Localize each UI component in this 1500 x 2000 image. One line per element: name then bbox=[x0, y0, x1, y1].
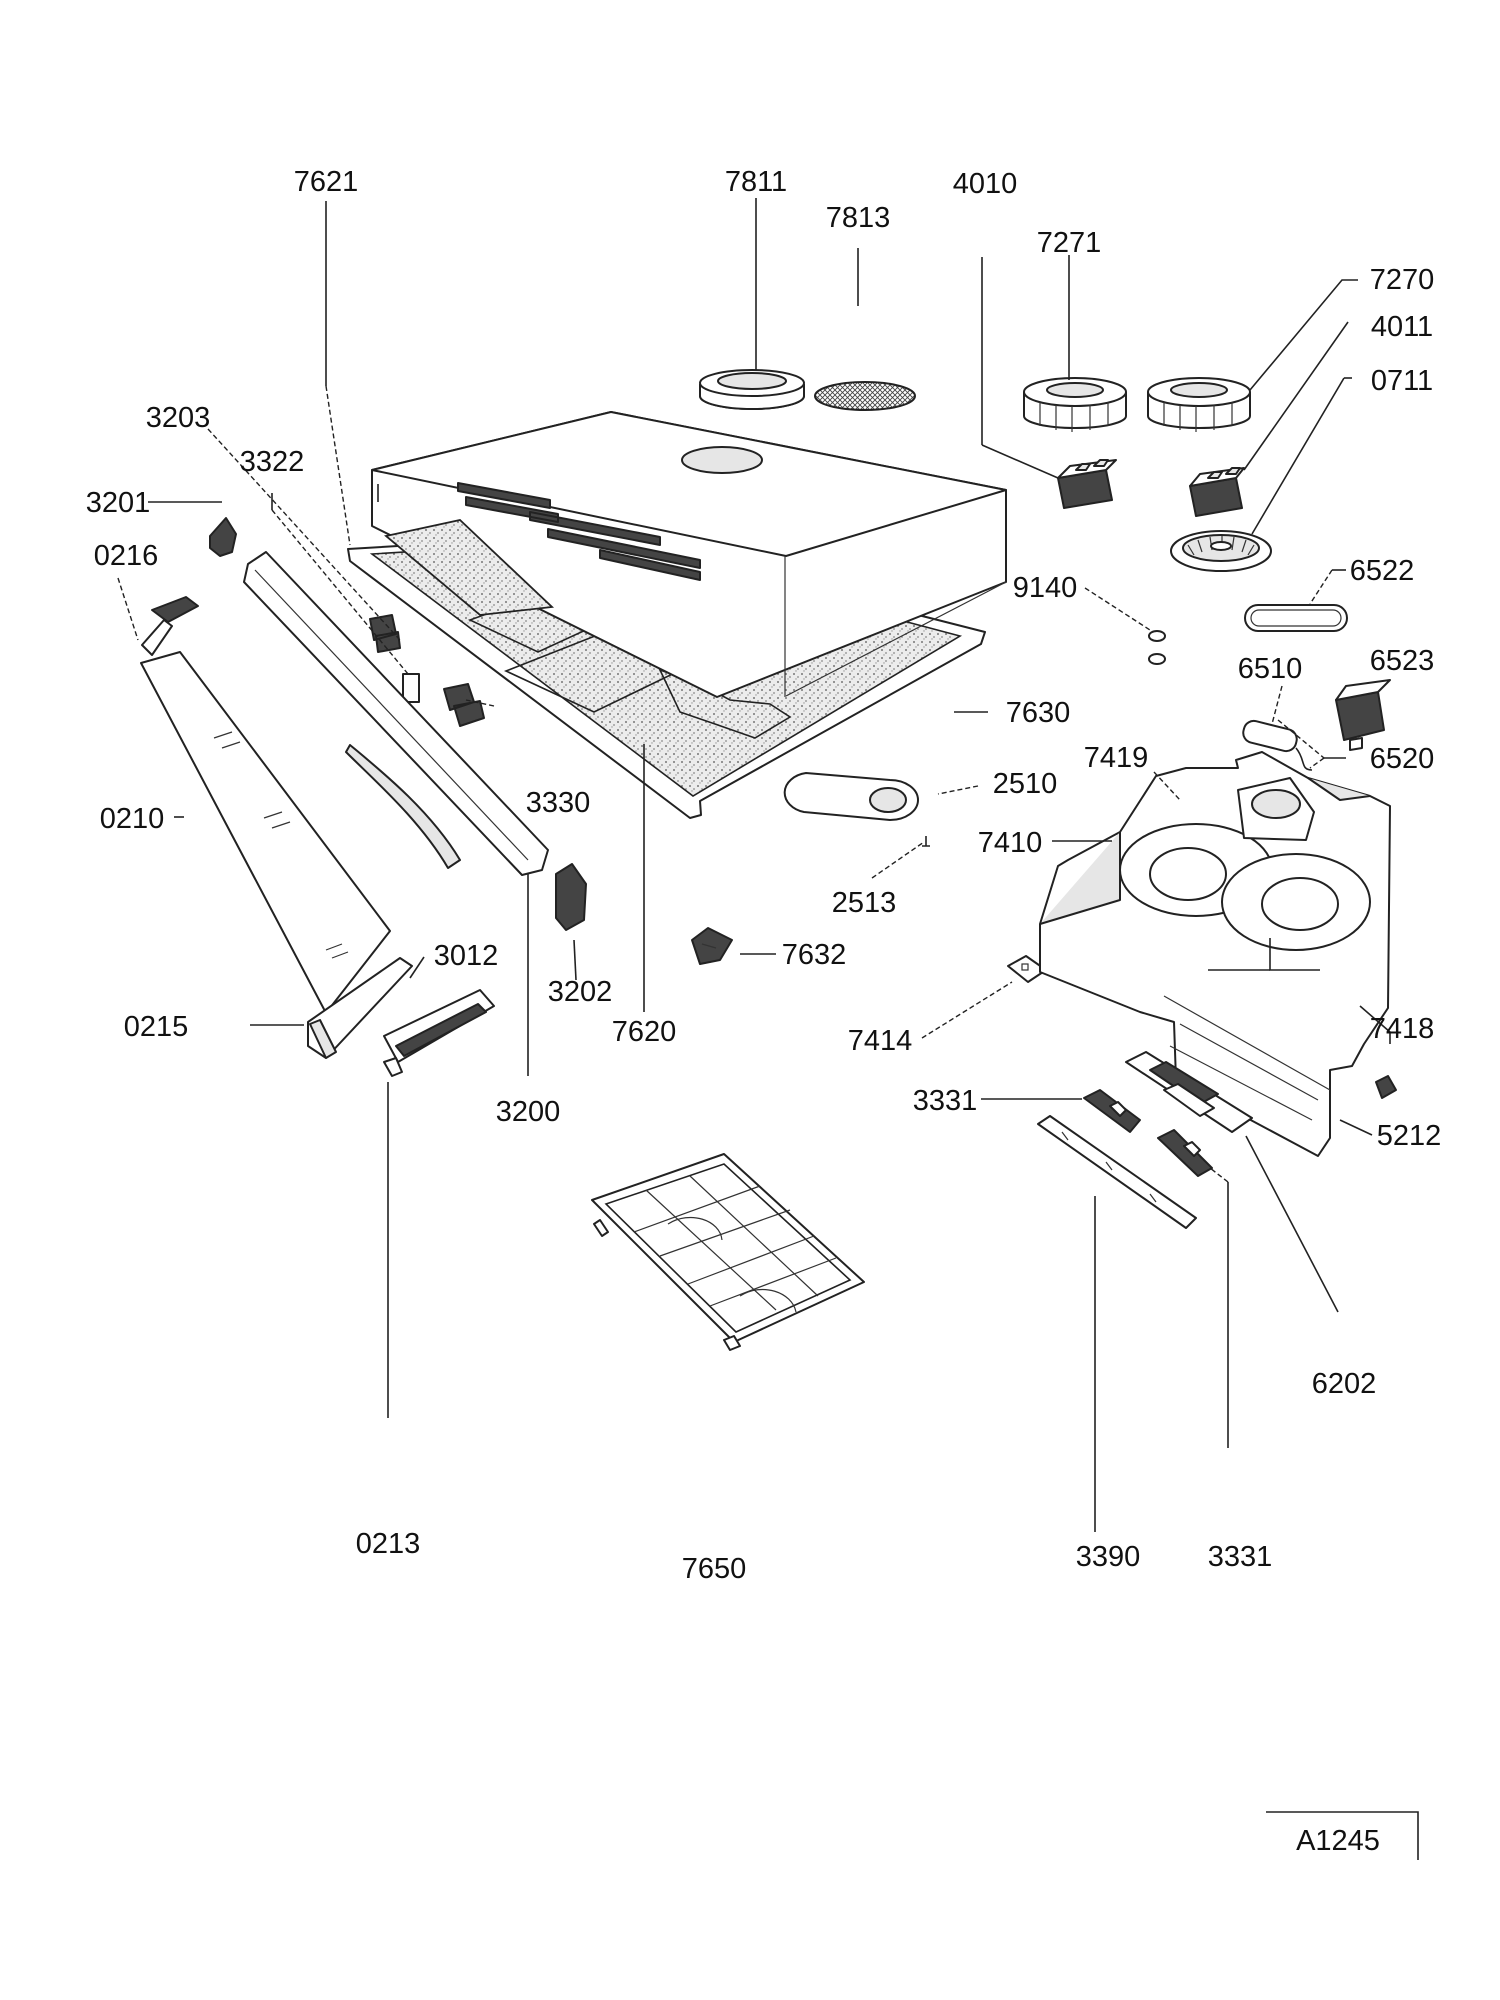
nuts-9140 bbox=[1148, 630, 1166, 665]
switch-3331-upper bbox=[1083, 1089, 1141, 1133]
end-cap-3201 bbox=[209, 517, 237, 557]
label-6520: 6520 bbox=[1370, 743, 1435, 775]
front-trim-3200 bbox=[243, 551, 549, 876]
label-6523: 6523 bbox=[1370, 645, 1435, 677]
fan-wheel-0711 bbox=[1170, 530, 1272, 572]
clip-3203 bbox=[369, 614, 401, 653]
capacitor-4011 bbox=[1189, 467, 1245, 517]
label-7632: 7632 bbox=[782, 939, 847, 971]
label-5212: 5212 bbox=[1377, 1120, 1442, 1152]
label-0213: 0213 bbox=[356, 1528, 421, 1560]
label-7813: 7813 bbox=[826, 202, 891, 234]
control-bar-3390 bbox=[1037, 1115, 1197, 1229]
label-6522: 6522 bbox=[1350, 555, 1415, 587]
label-4011: 4011 bbox=[1371, 311, 1433, 343]
bracket-0216 bbox=[141, 596, 199, 656]
label-7418: 7418 bbox=[1370, 1013, 1435, 1045]
end-cap-3202 bbox=[555, 863, 587, 931]
label-3331-upper: 3331 bbox=[913, 1085, 978, 1117]
label-0216: 0216 bbox=[94, 540, 159, 572]
label-7270: 7270 bbox=[1370, 264, 1435, 296]
capacitor-4010 bbox=[1057, 459, 1117, 509]
label-3322: 3322 bbox=[240, 446, 305, 478]
lamp-holder-6520 bbox=[1335, 679, 1391, 751]
label-0210: 0210 bbox=[100, 803, 165, 835]
screw-2513 bbox=[922, 836, 930, 847]
label-7620: 7620 bbox=[612, 1016, 677, 1048]
label-0215: 0215 bbox=[124, 1011, 189, 1043]
drawing-code: A1245 bbox=[1296, 1825, 1380, 1857]
clip-3330 bbox=[402, 673, 485, 727]
mesh-disc-7813 bbox=[814, 381, 916, 411]
part-labels: 7621 7811 4010 7813 7271 7270 4011 0711 … bbox=[86, 166, 1442, 1857]
fan-housing-7410 bbox=[1039, 751, 1391, 1157]
label-3331-lower: 3331 bbox=[1208, 1541, 1273, 1573]
clip-7632 bbox=[691, 927, 733, 965]
label-2510: 2510 bbox=[993, 768, 1058, 800]
carbon-filter-frame-7650 bbox=[591, 1153, 865, 1351]
label-2513: 2513 bbox=[832, 887, 897, 919]
label-7811: 7811 bbox=[725, 166, 787, 198]
label-3202: 3202 bbox=[548, 976, 613, 1008]
label-7410: 7410 bbox=[978, 827, 1043, 859]
label-3201: 3201 bbox=[86, 487, 151, 519]
label-3200: 3200 bbox=[496, 1096, 561, 1128]
outlet-ring-7811 bbox=[699, 369, 805, 410]
label-6202: 6202 bbox=[1312, 1368, 1377, 1400]
label-7414: 7414 bbox=[848, 1025, 913, 1057]
carbon-filter-7270 bbox=[1147, 377, 1251, 432]
label-4010: 4010 bbox=[953, 168, 1018, 200]
label-3330: 3330 bbox=[526, 787, 591, 819]
carbon-filter-7271 bbox=[1023, 377, 1127, 432]
leader-lines bbox=[117, 198, 1419, 1860]
switch-3331-lower bbox=[1157, 1129, 1213, 1177]
label-7621: 7621 bbox=[294, 166, 359, 198]
label-3203: 3203 bbox=[146, 402, 211, 434]
label-0711: 0711 bbox=[1371, 365, 1433, 397]
circuit-board-6202 bbox=[1125, 1051, 1253, 1133]
bracket-0215 bbox=[307, 957, 413, 1059]
label-3390: 3390 bbox=[1076, 1541, 1141, 1573]
label-7271: 7271 bbox=[1037, 227, 1102, 259]
label-6510: 6510 bbox=[1238, 653, 1303, 685]
grease-filter-7621 bbox=[384, 519, 555, 616]
label-7630: 7630 bbox=[1006, 697, 1071, 729]
label-9140: 9140 bbox=[1013, 572, 1078, 604]
label-7650: 7650 bbox=[682, 1553, 747, 1585]
label-3012: 3012 bbox=[434, 940, 499, 972]
lamp-lens-6522 bbox=[1244, 604, 1348, 632]
glass-panel-0210 bbox=[140, 651, 391, 1014]
label-7419: 7419 bbox=[1084, 742, 1149, 774]
lamp-6510 bbox=[1242, 719, 1313, 771]
block-5212 bbox=[1375, 1075, 1397, 1099]
switch-housing-3012 bbox=[383, 989, 495, 1077]
